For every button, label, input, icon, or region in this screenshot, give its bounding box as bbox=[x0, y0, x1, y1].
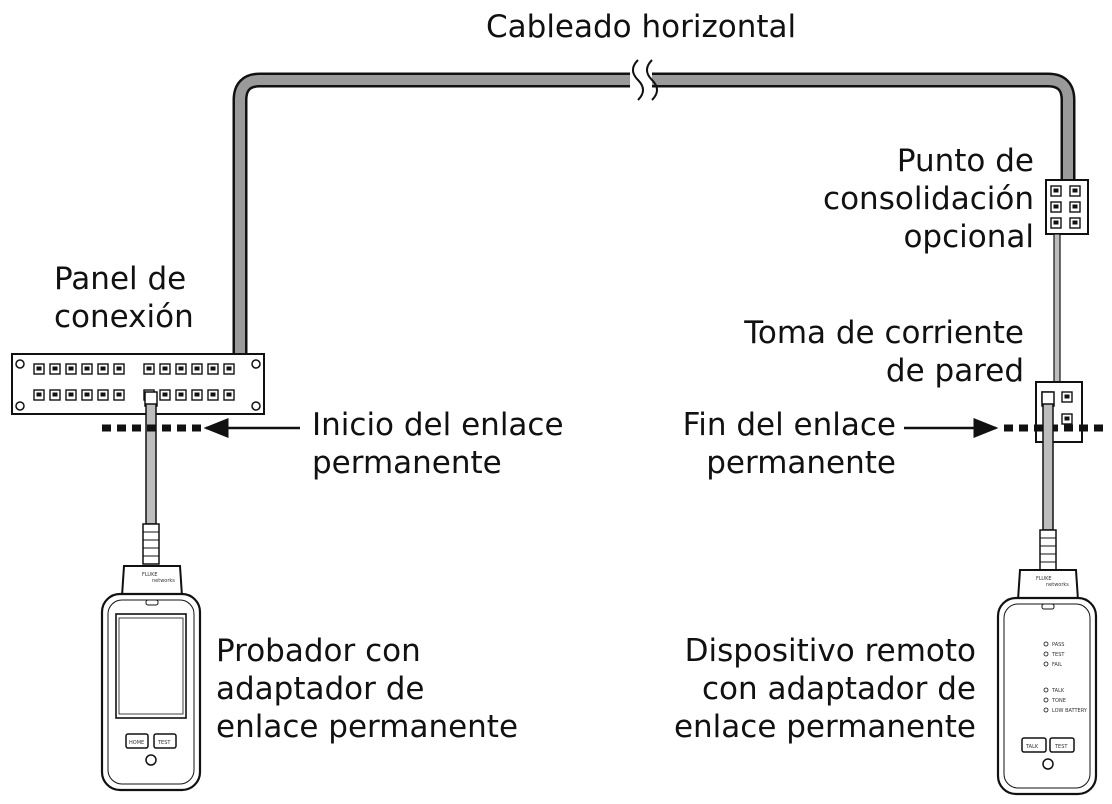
link-start-label-line: Inicio del enlace bbox=[312, 407, 564, 443]
tester-label: Probador con adaptador de enlace permane… bbox=[216, 632, 518, 746]
remote-led-icon bbox=[1043, 707, 1049, 713]
remote-led-label: TEST bbox=[1051, 652, 1065, 658]
consolidation-label-line: opcional bbox=[903, 219, 1034, 255]
remote-test-label: TEST bbox=[1054, 744, 1068, 750]
remote-brand-sub: networks bbox=[1046, 582, 1069, 588]
tester-home-button bbox=[125, 733, 149, 749]
patch-panel-label-line: Panel de bbox=[54, 261, 187, 297]
panel-port bbox=[207, 363, 219, 375]
patch-panel-label: Panel de conexión bbox=[54, 260, 194, 336]
panel-port bbox=[33, 363, 45, 375]
panel-port bbox=[65, 389, 77, 401]
remote-label-line: con adaptador de bbox=[701, 671, 976, 707]
panel-port bbox=[143, 363, 155, 375]
panel-port bbox=[223, 389, 235, 401]
remote-led-icon bbox=[1043, 687, 1049, 693]
panel-port bbox=[223, 363, 235, 375]
panel-port bbox=[207, 389, 219, 401]
panel-port bbox=[97, 363, 109, 375]
consolidation-label-line: consolidación bbox=[823, 181, 1034, 217]
remote-power-icon bbox=[1042, 758, 1054, 770]
patch-panel-label-line: conexión bbox=[54, 299, 194, 335]
remote-label-line: enlace permanente bbox=[673, 709, 976, 745]
panel-port bbox=[97, 389, 109, 401]
panel-port bbox=[49, 363, 61, 375]
tester-label-line: enlace permanente bbox=[216, 709, 519, 745]
tester-test-button bbox=[153, 733, 177, 749]
panel-port bbox=[159, 363, 171, 375]
panel-port bbox=[81, 389, 93, 401]
wall-outlet-label-line: Toma de corriente bbox=[744, 315, 1024, 351]
remote-talk-label: TALK bbox=[1025, 744, 1039, 750]
wall-outlet-label-line: de pared bbox=[885, 353, 1024, 389]
horizontal-cable bbox=[232, 59, 1076, 356]
remote-status-leds: PASS TEST FAIL TALK TONE LOW BATTERY bbox=[1043, 641, 1088, 714]
remote-led-label: PASS bbox=[1052, 642, 1064, 648]
remote-label: Dispositivo remoto con adaptador de enla… bbox=[674, 632, 976, 746]
horizontal-cabling-label: Cableado horizontal bbox=[486, 9, 797, 45]
patch-panel bbox=[11, 353, 265, 415]
link-start-label-line: permanente bbox=[312, 445, 502, 481]
consolidation-point bbox=[1045, 179, 1089, 235]
panel-port bbox=[113, 363, 125, 375]
tester-label-line: Probador con bbox=[216, 633, 421, 669]
remote-led-icon bbox=[1043, 661, 1049, 667]
tester-home-label: HOME bbox=[129, 740, 144, 746]
link-end-label: Fin del enlace permanente bbox=[683, 406, 896, 482]
remote-led-label: FAIL bbox=[1052, 662, 1062, 668]
remote-talk-button bbox=[1021, 737, 1047, 753]
panel-port bbox=[191, 363, 203, 375]
panel-port bbox=[65, 363, 77, 375]
panel-port bbox=[33, 389, 45, 401]
panel-port bbox=[175, 363, 187, 375]
remote-led-label: TALK bbox=[1051, 688, 1065, 694]
consolidation-cable bbox=[1053, 233, 1061, 385]
tester-power-icon bbox=[145, 754, 157, 766]
wall-outlet-label: Toma de corriente de pared bbox=[744, 314, 1024, 390]
link-start-label: Inicio del enlace permanente bbox=[312, 406, 564, 482]
panel-port bbox=[159, 389, 171, 401]
panel-port bbox=[81, 363, 93, 375]
panel-port bbox=[191, 389, 203, 401]
remote-led-icon bbox=[1043, 697, 1049, 703]
remote-led-label: LOW BATTERY bbox=[1052, 708, 1088, 714]
remote-patch-cord bbox=[1039, 391, 1057, 571]
remote-led-label: TONE bbox=[1051, 698, 1066, 704]
tester-test-label: TEST bbox=[157, 740, 171, 746]
remote-test-button bbox=[1049, 737, 1075, 753]
tester-label-line: adaptador de bbox=[216, 671, 425, 707]
link-end-label-line: permanente bbox=[706, 445, 896, 481]
panel-port bbox=[175, 389, 187, 401]
tester-brand-sub: networks bbox=[152, 578, 175, 584]
remote-led-icon bbox=[1043, 651, 1049, 657]
link-end-label-line: Fin del enlace bbox=[682, 407, 896, 443]
tester-patch-cord bbox=[142, 391, 160, 565]
tester-brand: FLUKE bbox=[142, 572, 158, 578]
remote-device: FLUKE networks PASS TEST FAIL TALK TONE LOW B… bbox=[996, 569, 1098, 796]
remote-brand: FLUKE bbox=[1036, 576, 1052, 582]
remote-led-icon bbox=[1043, 641, 1049, 647]
panel-port bbox=[49, 389, 61, 401]
consolidation-point-label: Punto de consolidación opcional bbox=[823, 142, 1034, 256]
tester-device: FLUKE networks HOME TEST bbox=[100, 565, 202, 792]
remote-label-line: Dispositivo remoto bbox=[684, 633, 976, 669]
panel-port bbox=[113, 389, 125, 401]
consolidation-label-line: Punto de bbox=[896, 143, 1034, 179]
